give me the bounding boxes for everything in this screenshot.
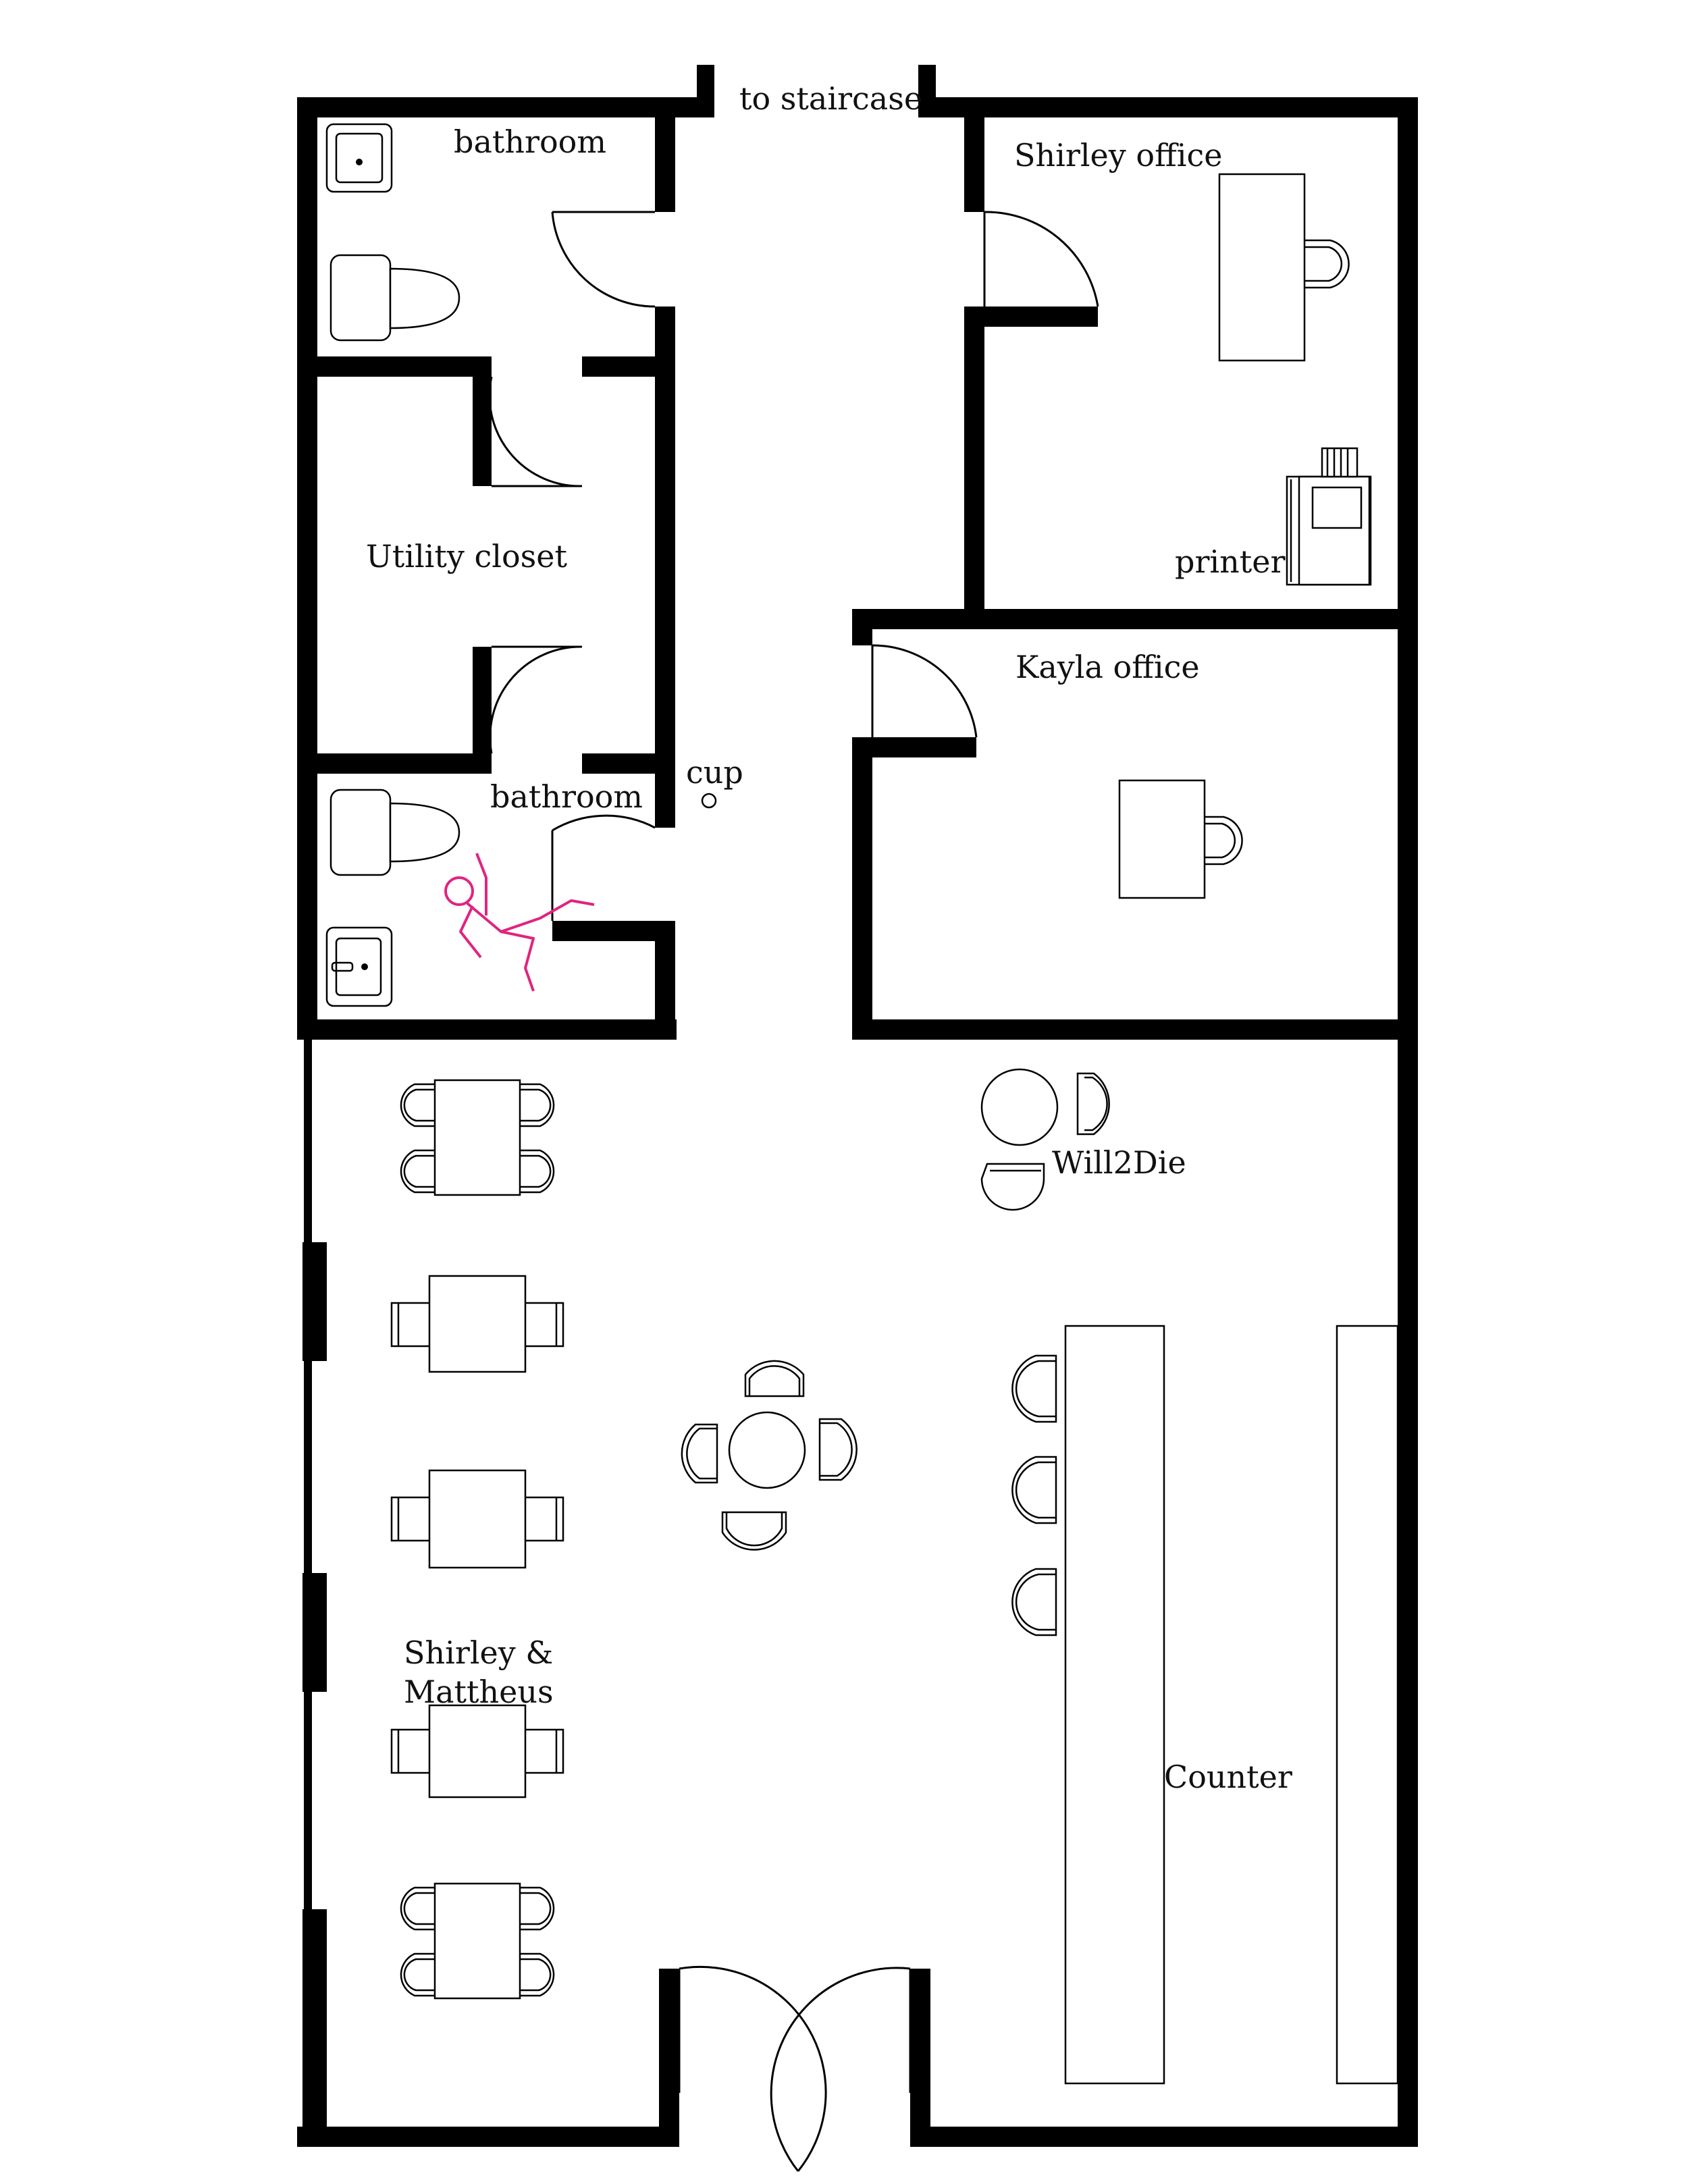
will2die-label: Will2Die — [1052, 1144, 1186, 1181]
body-outline-icon — [444, 853, 595, 992]
table-icon — [400, 1882, 555, 2000]
sink-icon — [325, 926, 393, 1007]
table-icon — [390, 1275, 564, 1373]
shirley-office-label: Shirley office — [1014, 137, 1222, 174]
cup-icon — [701, 793, 717, 809]
round-table-will2die — [980, 1068, 1110, 1211]
printer-icon — [1286, 447, 1372, 586]
cup-label: cup — [686, 754, 743, 791]
labels: to staircase bathroom Shirley office Uti… — [366, 80, 1292, 1795]
kayla-office-label: Kayla office — [1016, 649, 1200, 685]
desk-icon — [1118, 779, 1206, 899]
chair-icon — [1304, 239, 1350, 289]
bathroom-bottom-fixtures — [325, 789, 460, 1007]
shirley-office-furniture — [1218, 173, 1372, 586]
doors — [488, 211, 1099, 2172]
kayla-office-furniture — [1118, 779, 1243, 899]
round-table-center — [681, 1360, 858, 1551]
chair-icon — [1205, 816, 1243, 865]
bathroom-bottom-label: bathroom — [490, 778, 643, 815]
printer-label: printer — [1175, 543, 1285, 580]
round-table-icon — [980, 1068, 1059, 1146]
round-table-icon — [728, 1411, 806, 1489]
toilet-icon — [329, 254, 460, 342]
counter-stools — [1011, 1354, 1057, 1636]
desk-icon — [1218, 173, 1306, 362]
bathroom-top-fixtures — [325, 123, 460, 342]
counter — [1064, 1325, 1399, 2085]
walls — [297, 65, 1418, 2147]
staircase-label: to staircase — [739, 80, 922, 117]
table-icon — [390, 1469, 564, 1569]
shirley-mattheus-label-line1: Shirley & — [404, 1634, 553, 1671]
counter-label: Counter — [1164, 1759, 1292, 1795]
table-icon — [400, 1079, 555, 1196]
toilet-icon — [329, 789, 460, 876]
sink-icon — [325, 123, 393, 193]
table-icon — [390, 1704, 564, 1799]
shirley-mattheus-label-line2: Mattheus — [404, 1674, 554, 1710]
utility-closet-label: Utility closet — [366, 538, 567, 575]
bathroom-top-label: bathroom — [454, 124, 606, 160]
dining-tables-left — [390, 1079, 564, 2000]
